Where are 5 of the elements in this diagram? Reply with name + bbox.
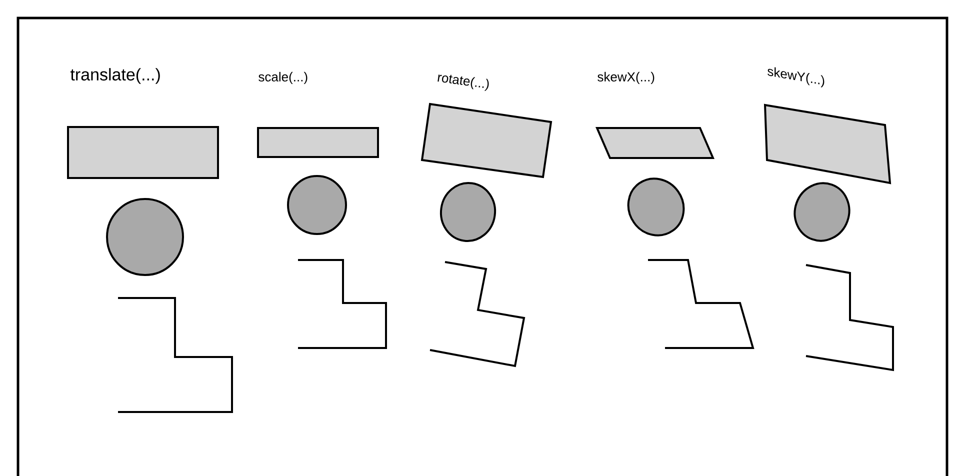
function-label: rotate(...) bbox=[438, 74, 489, 91]
function-label: skewY(...) bbox=[768, 67, 824, 88]
function-label: translate(...) bbox=[70, 68, 160, 84]
function-label: scale(...) bbox=[258, 72, 308, 84]
function-label: skewX(...) bbox=[598, 72, 654, 84]
